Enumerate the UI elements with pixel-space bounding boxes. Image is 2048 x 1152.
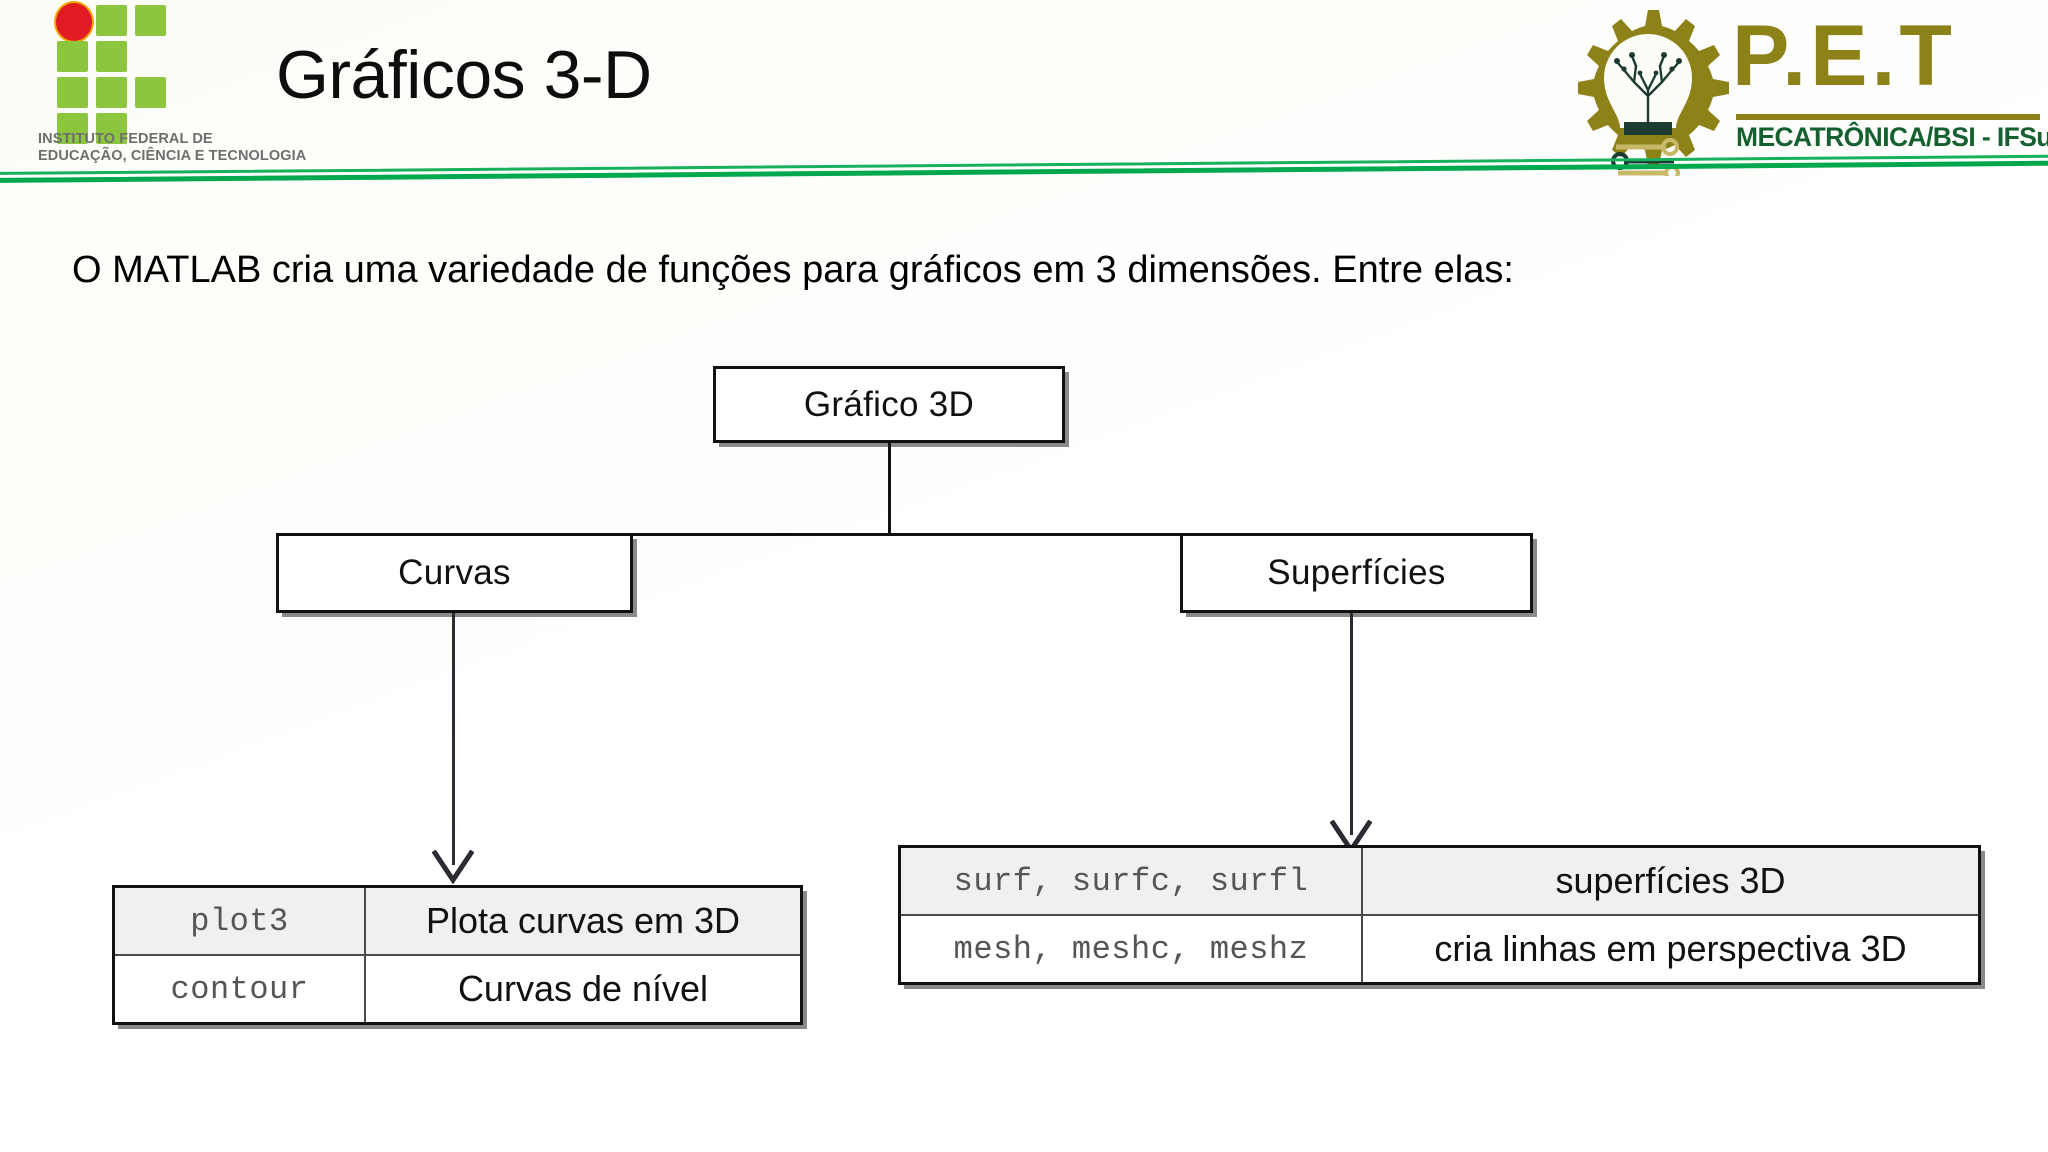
if-logo-red-circle — [56, 3, 92, 41]
desc-mesh: cria linhas em perspectiva 3D — [1434, 928, 1907, 969]
if-logo-square — [96, 5, 127, 36]
pet-logo: P.E.T MECATRÔNICA/BSI - IFSudesteMG — [1556, 2, 2048, 180]
flow-box-curvas: Curvas — [276, 533, 633, 613]
if-logo-square — [57, 41, 88, 72]
desc-surf: superfícies 3D — [1555, 860, 1786, 901]
table-cell-code: mesh, meshc, meshz — [898, 914, 1363, 985]
functions-table-curvas: plot3 Plota curvas em 3D contour Curvas … — [112, 885, 803, 1025]
if-logo-square — [57, 77, 88, 108]
table-row: plot3 Plota curvas em 3D — [112, 885, 803, 956]
if-logo-caption-line2: EDUCAÇÃO, CIÊNCIA E TECNOLOGIA — [38, 148, 307, 164]
if-logo-grid — [56, 3, 198, 144]
code-plot3: plot3 — [190, 902, 289, 940]
pet-divider-bar — [1736, 114, 2040, 120]
flowchart: Gráfico 3D Curvas Superfícies plot3 — [0, 330, 2048, 1110]
table-cell-desc: superfícies 3D — [1361, 845, 1981, 916]
table-cell-code: contour — [112, 954, 366, 1025]
instituto-federal-logo: INSTITUTO FEDERAL DE EDUCAÇÃO, CIÊNCIA E… — [38, 3, 306, 178]
gear-lightbulb-icon — [1578, 10, 1729, 176]
arrow-down-icon — [432, 850, 474, 884]
table-cell-code: plot3 — [112, 885, 366, 956]
lead-paragraph: O MATLAB cria uma variedade de funções p… — [72, 249, 1514, 291]
connector-horizontal-bar — [452, 533, 1353, 536]
if-logo-square — [96, 113, 127, 144]
table-cell-desc: cria linhas em perspectiva 3D — [1361, 914, 1981, 985]
arrow-shaft-left — [452, 613, 455, 865]
code-surf: surf, surfc, surfl — [953, 862, 1309, 900]
flow-box-root-label: Gráfico 3D — [803, 384, 975, 424]
table-cell-code: surf, surfc, surfl — [898, 845, 1363, 916]
code-mesh: mesh, meshc, meshz — [953, 930, 1309, 968]
code-contour: contour — [170, 970, 309, 1008]
table-row: contour Curvas de nível — [112, 954, 803, 1025]
if-logo-square — [135, 5, 166, 36]
connector-root-stem — [888, 443, 891, 536]
table-row: surf, surfc, surfl superfícies 3D — [898, 845, 1981, 916]
page-title: Gráficos 3-D — [276, 37, 652, 113]
if-logo-caption: INSTITUTO FEDERAL DE EDUCAÇÃO, CIÊNCIA E… — [38, 131, 307, 165]
flow-box-curvas-label: Curvas — [398, 553, 511, 592]
flow-box-superficies-label: Superfícies — [1267, 553, 1446, 592]
table-cell-desc: Curvas de nível — [364, 954, 803, 1025]
slide-header: INSTITUTO FEDERAL DE EDUCAÇÃO, CIÊNCIA E… — [0, 0, 2048, 196]
flow-box-grafico-3d: Gráfico 3D — [713, 366, 1065, 443]
functions-table-superficies: surf, surfc, surfl superfícies 3D mesh, … — [898, 845, 1981, 985]
desc-contour: Curvas de nível — [457, 968, 709, 1009]
if-logo-square — [135, 77, 166, 108]
table-cell-desc: Plota curvas em 3D — [364, 885, 803, 956]
if-logo-square — [57, 113, 88, 144]
if-logo-square — [96, 77, 127, 108]
flow-box-superficies: Superfícies — [1180, 533, 1533, 613]
pet-subtitle: MECATRÔNICA/BSI - IFSudesteMG — [1736, 122, 2048, 152]
arrow-shaft-right — [1350, 613, 1353, 835]
if-logo-caption-line1: INSTITUTO FEDERAL DE — [38, 131, 213, 147]
desc-plot3: Plota curvas em 3D — [425, 900, 741, 941]
table-row: mesh, meshc, meshz cria linhas em perspe… — [898, 914, 1981, 985]
if-logo-square — [96, 41, 127, 72]
pet-wordmark: P.E.T — [1732, 8, 1956, 104]
